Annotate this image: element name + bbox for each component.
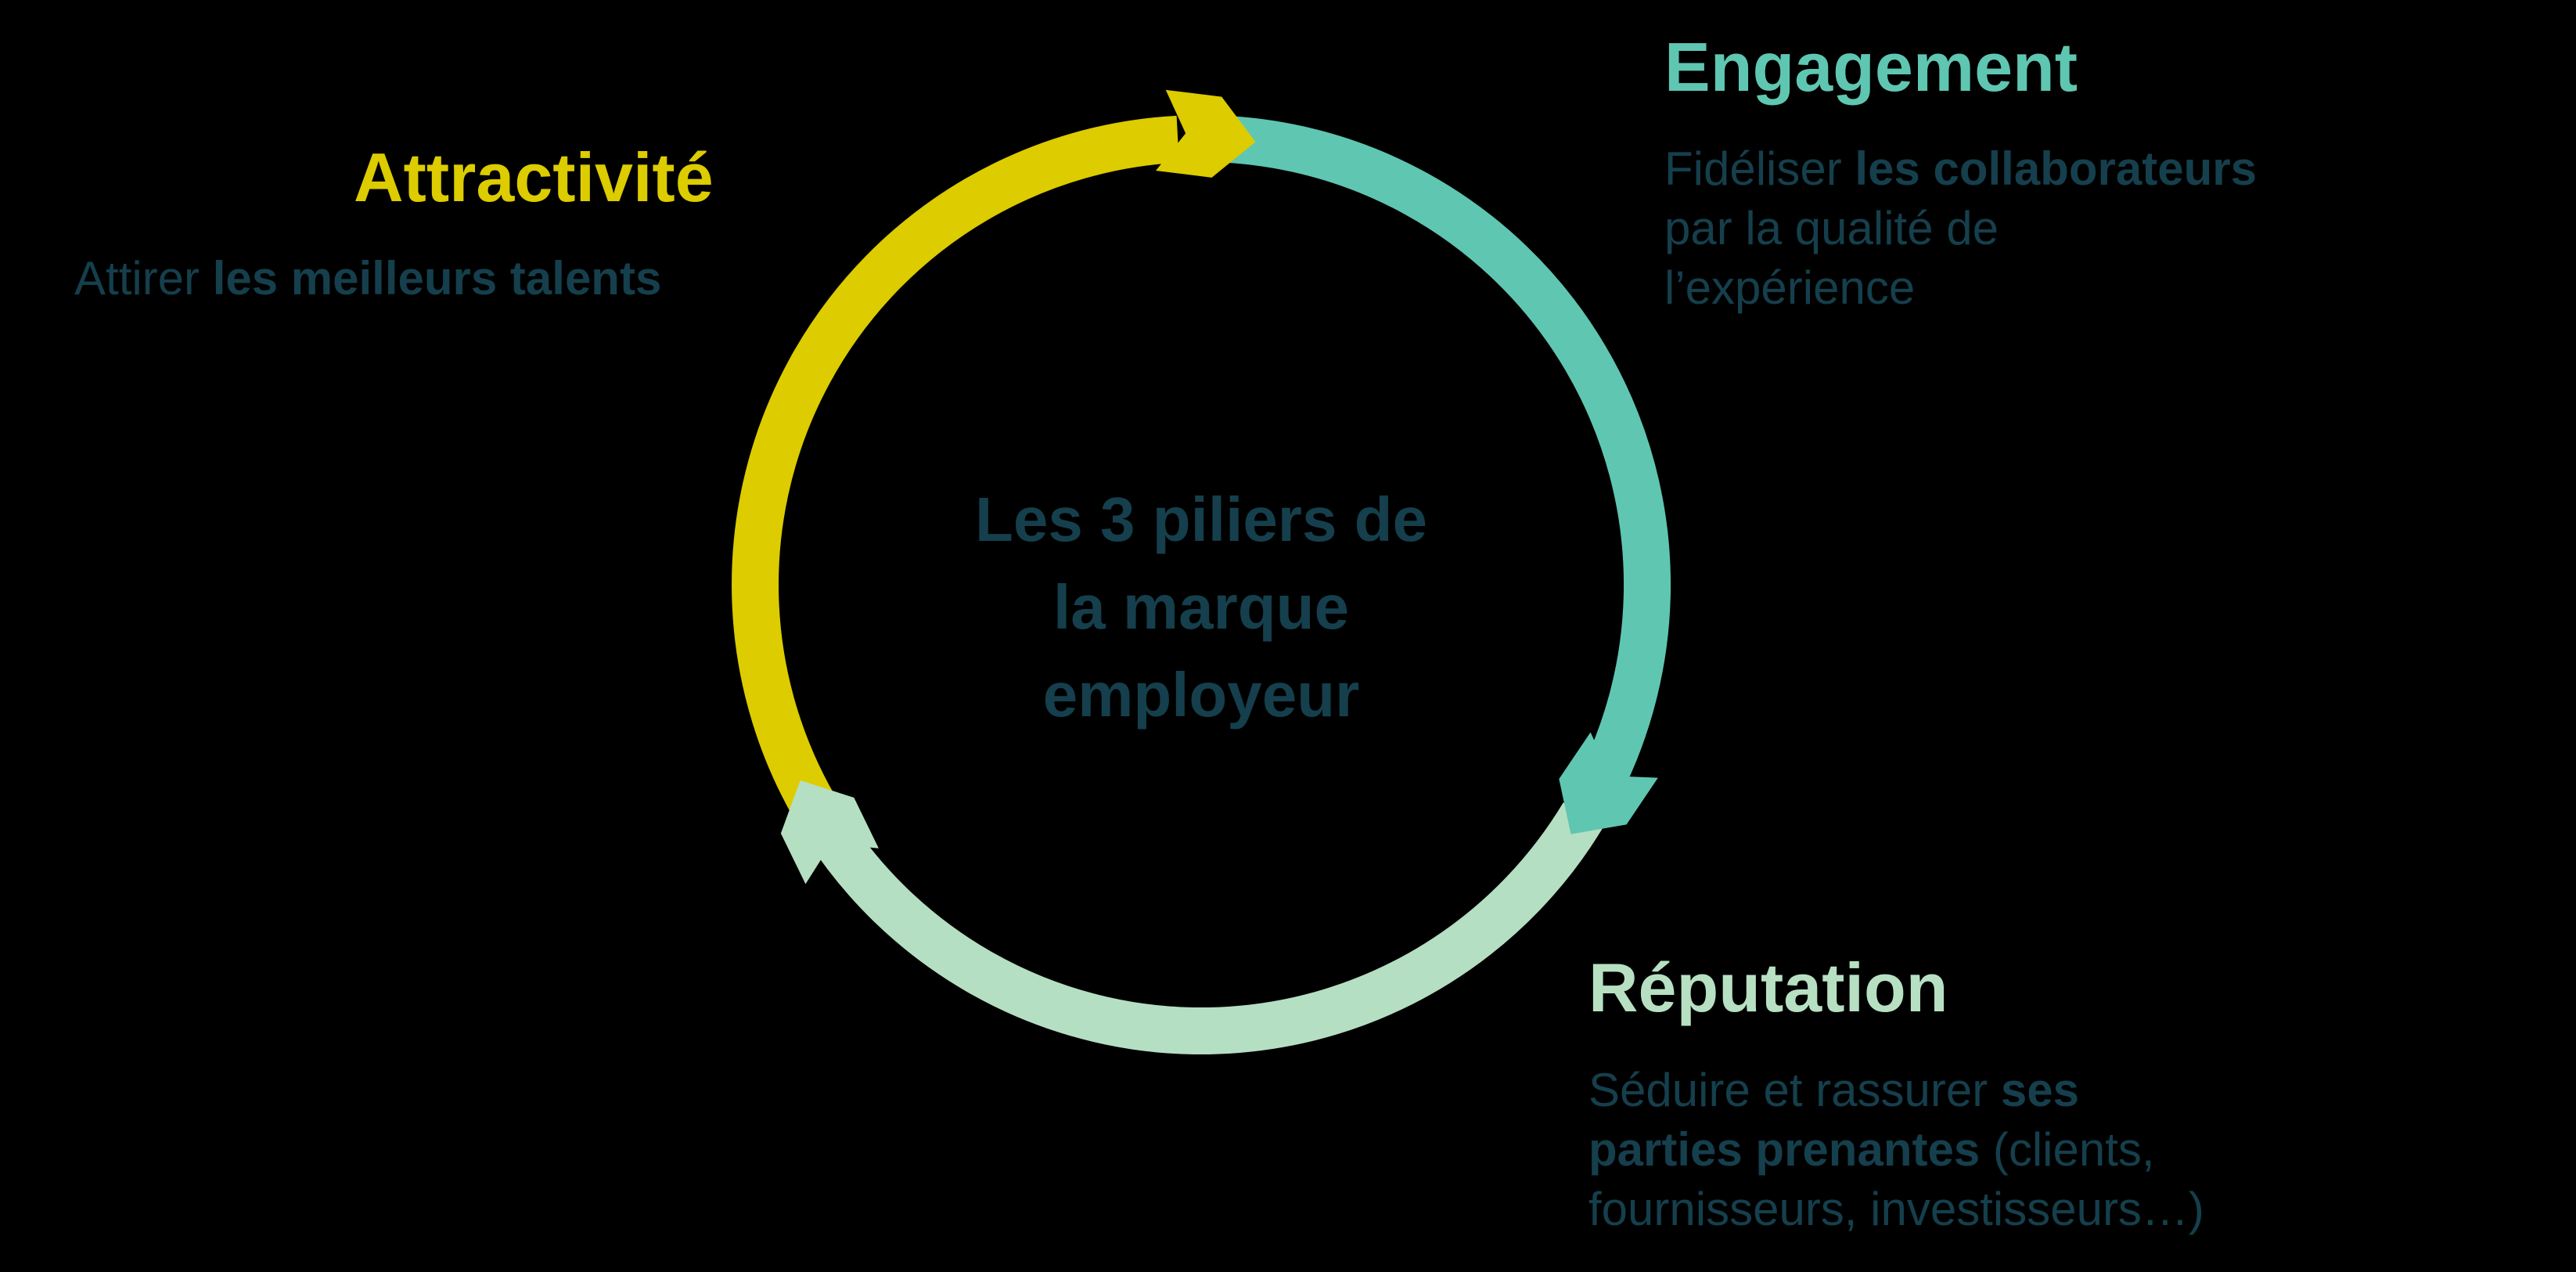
- cycle-arc-reputation: [807, 802, 1604, 1055]
- engagement-description-line1-regular: Fidéliser: [1664, 142, 1855, 195]
- center-title-line2: la marque: [1053, 572, 1349, 642]
- reputation-description-line1-regular: Séduire et rassurer: [1588, 1064, 2001, 1116]
- arrowhead-engagement-icon: [1559, 732, 1658, 834]
- reputation-description: Séduire et rassurer ses parties prenante…: [1588, 1061, 2204, 1239]
- attractivite-title: Attractivité: [354, 139, 714, 216]
- reputation-description-line2-bold: parties prenantes: [1588, 1123, 1993, 1176]
- engagement-description: Fidéliser les collaborateurs par la qual…: [1664, 139, 2257, 318]
- arrowhead-attractivite-icon: [1156, 89, 1256, 178]
- arrowhead-reputation-icon: [780, 780, 879, 885]
- engagement-title: Engagement: [1664, 28, 2078, 106]
- center-title: Les 3 piliers de la marque employeur: [810, 476, 1592, 739]
- engagement-description-line1-bold: les collaborateurs: [1855, 142, 2257, 195]
- engagement-description-line1: Fidéliser les collaborateurs: [1664, 139, 2257, 199]
- engagement-description-line2: par la qualité de: [1664, 202, 1999, 254]
- reputation-description-line2-regular: (clients,: [1992, 1123, 2155, 1176]
- reputation-description-line1: Séduire et rassurer ses: [1588, 1061, 2204, 1120]
- attractivite-description-bold: les meilleurs talents: [212, 252, 662, 304]
- reputation-description-line2: parties prenantes (clients,: [1588, 1120, 2204, 1180]
- reputation-description-line1-bold: ses: [2000, 1064, 2080, 1116]
- cycle-arc-engagement: [1215, 115, 1671, 798]
- cycle-arc-attractivite: [732, 115, 1179, 820]
- attractivite-description-regular: Attirer: [74, 252, 213, 304]
- attractivite-description: Attirer les meilleurs talents: [74, 255, 661, 302]
- center-title-line3: employeur: [1042, 660, 1360, 730]
- engagement-description-line3: l’expérience: [1664, 261, 1916, 314]
- center-title-line1: Les 3 piliers de: [974, 485, 1428, 554]
- reputation-title: Réputation: [1588, 949, 1948, 1026]
- reputation-description-line3: fournisseurs, investisseurs…): [1588, 1183, 2204, 1235]
